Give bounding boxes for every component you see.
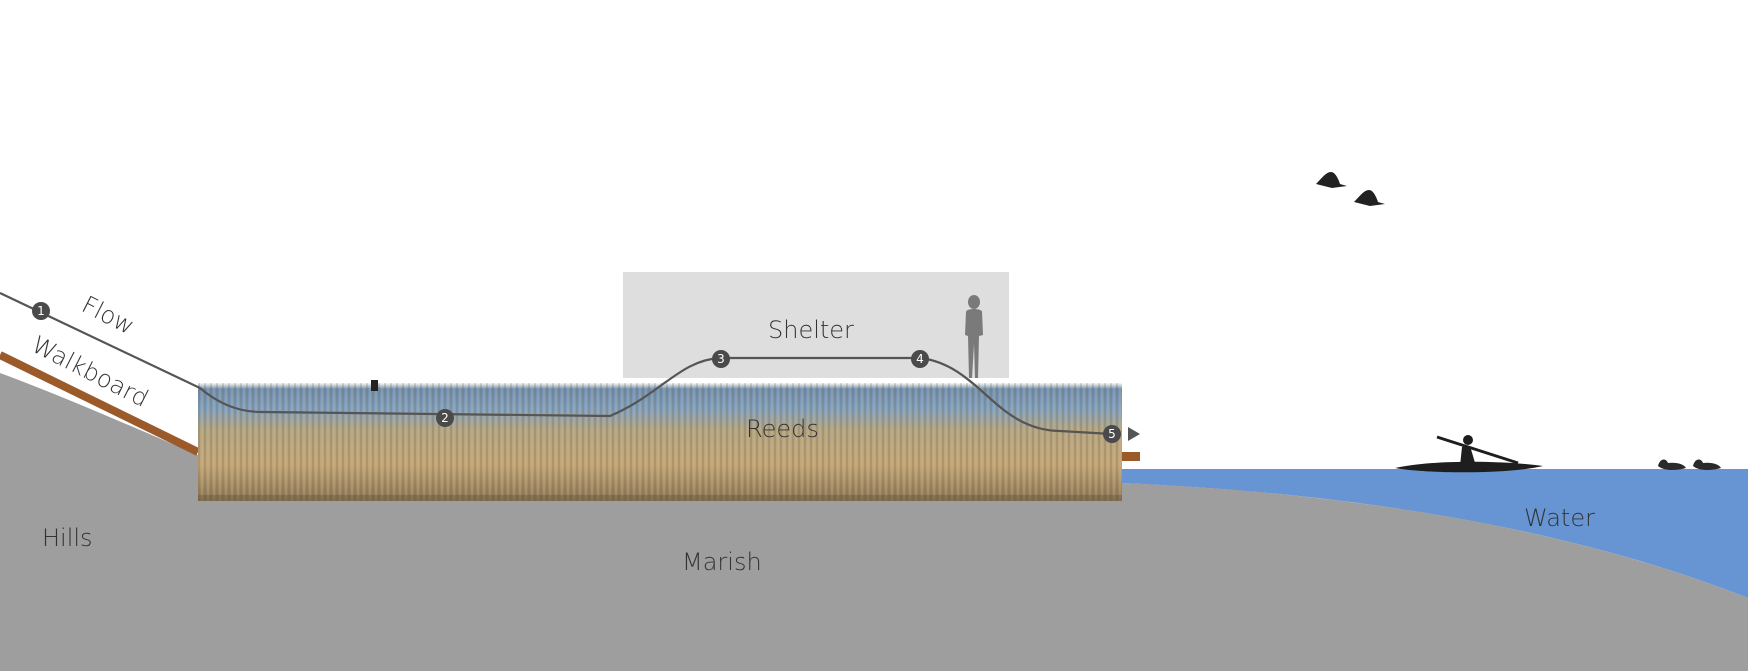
walkboard-end [1122,452,1140,461]
flow-marker: 1 [32,302,50,320]
flow-marker: 4 [911,350,929,368]
svg-text:1: 1 [37,304,45,318]
svg-text:2: 2 [441,411,449,425]
flow-path [0,292,1113,436]
ground [0,373,1748,671]
arrow-right-icon [1128,427,1140,441]
reeds-label: Reeds [746,415,819,443]
person-silhouette-icon [965,295,983,378]
flow-label: Flow [77,290,139,340]
ducks-icon [1658,459,1721,471]
marish-label: Marish [682,548,762,576]
small-figure-icon [371,380,378,391]
kayaker-icon [1395,435,1543,473]
hills-label: Hills [42,524,93,552]
walkboard-ramp [0,351,200,456]
shelter-box [623,272,1009,378]
svg-text:4: 4 [916,352,924,366]
svg-text:3: 3 [717,352,725,366]
flow-marker: 3 [712,350,730,368]
shelter-label: Shelter [768,316,854,344]
water-body [1120,469,1748,598]
svg-text:5: 5 [1108,427,1116,441]
flow-marker: 2 [436,409,454,427]
flying-birds-icon [1316,172,1385,206]
reeds-field [198,383,1122,501]
flow-marker: 5 [1103,425,1121,443]
water-label: Water [1524,504,1595,532]
